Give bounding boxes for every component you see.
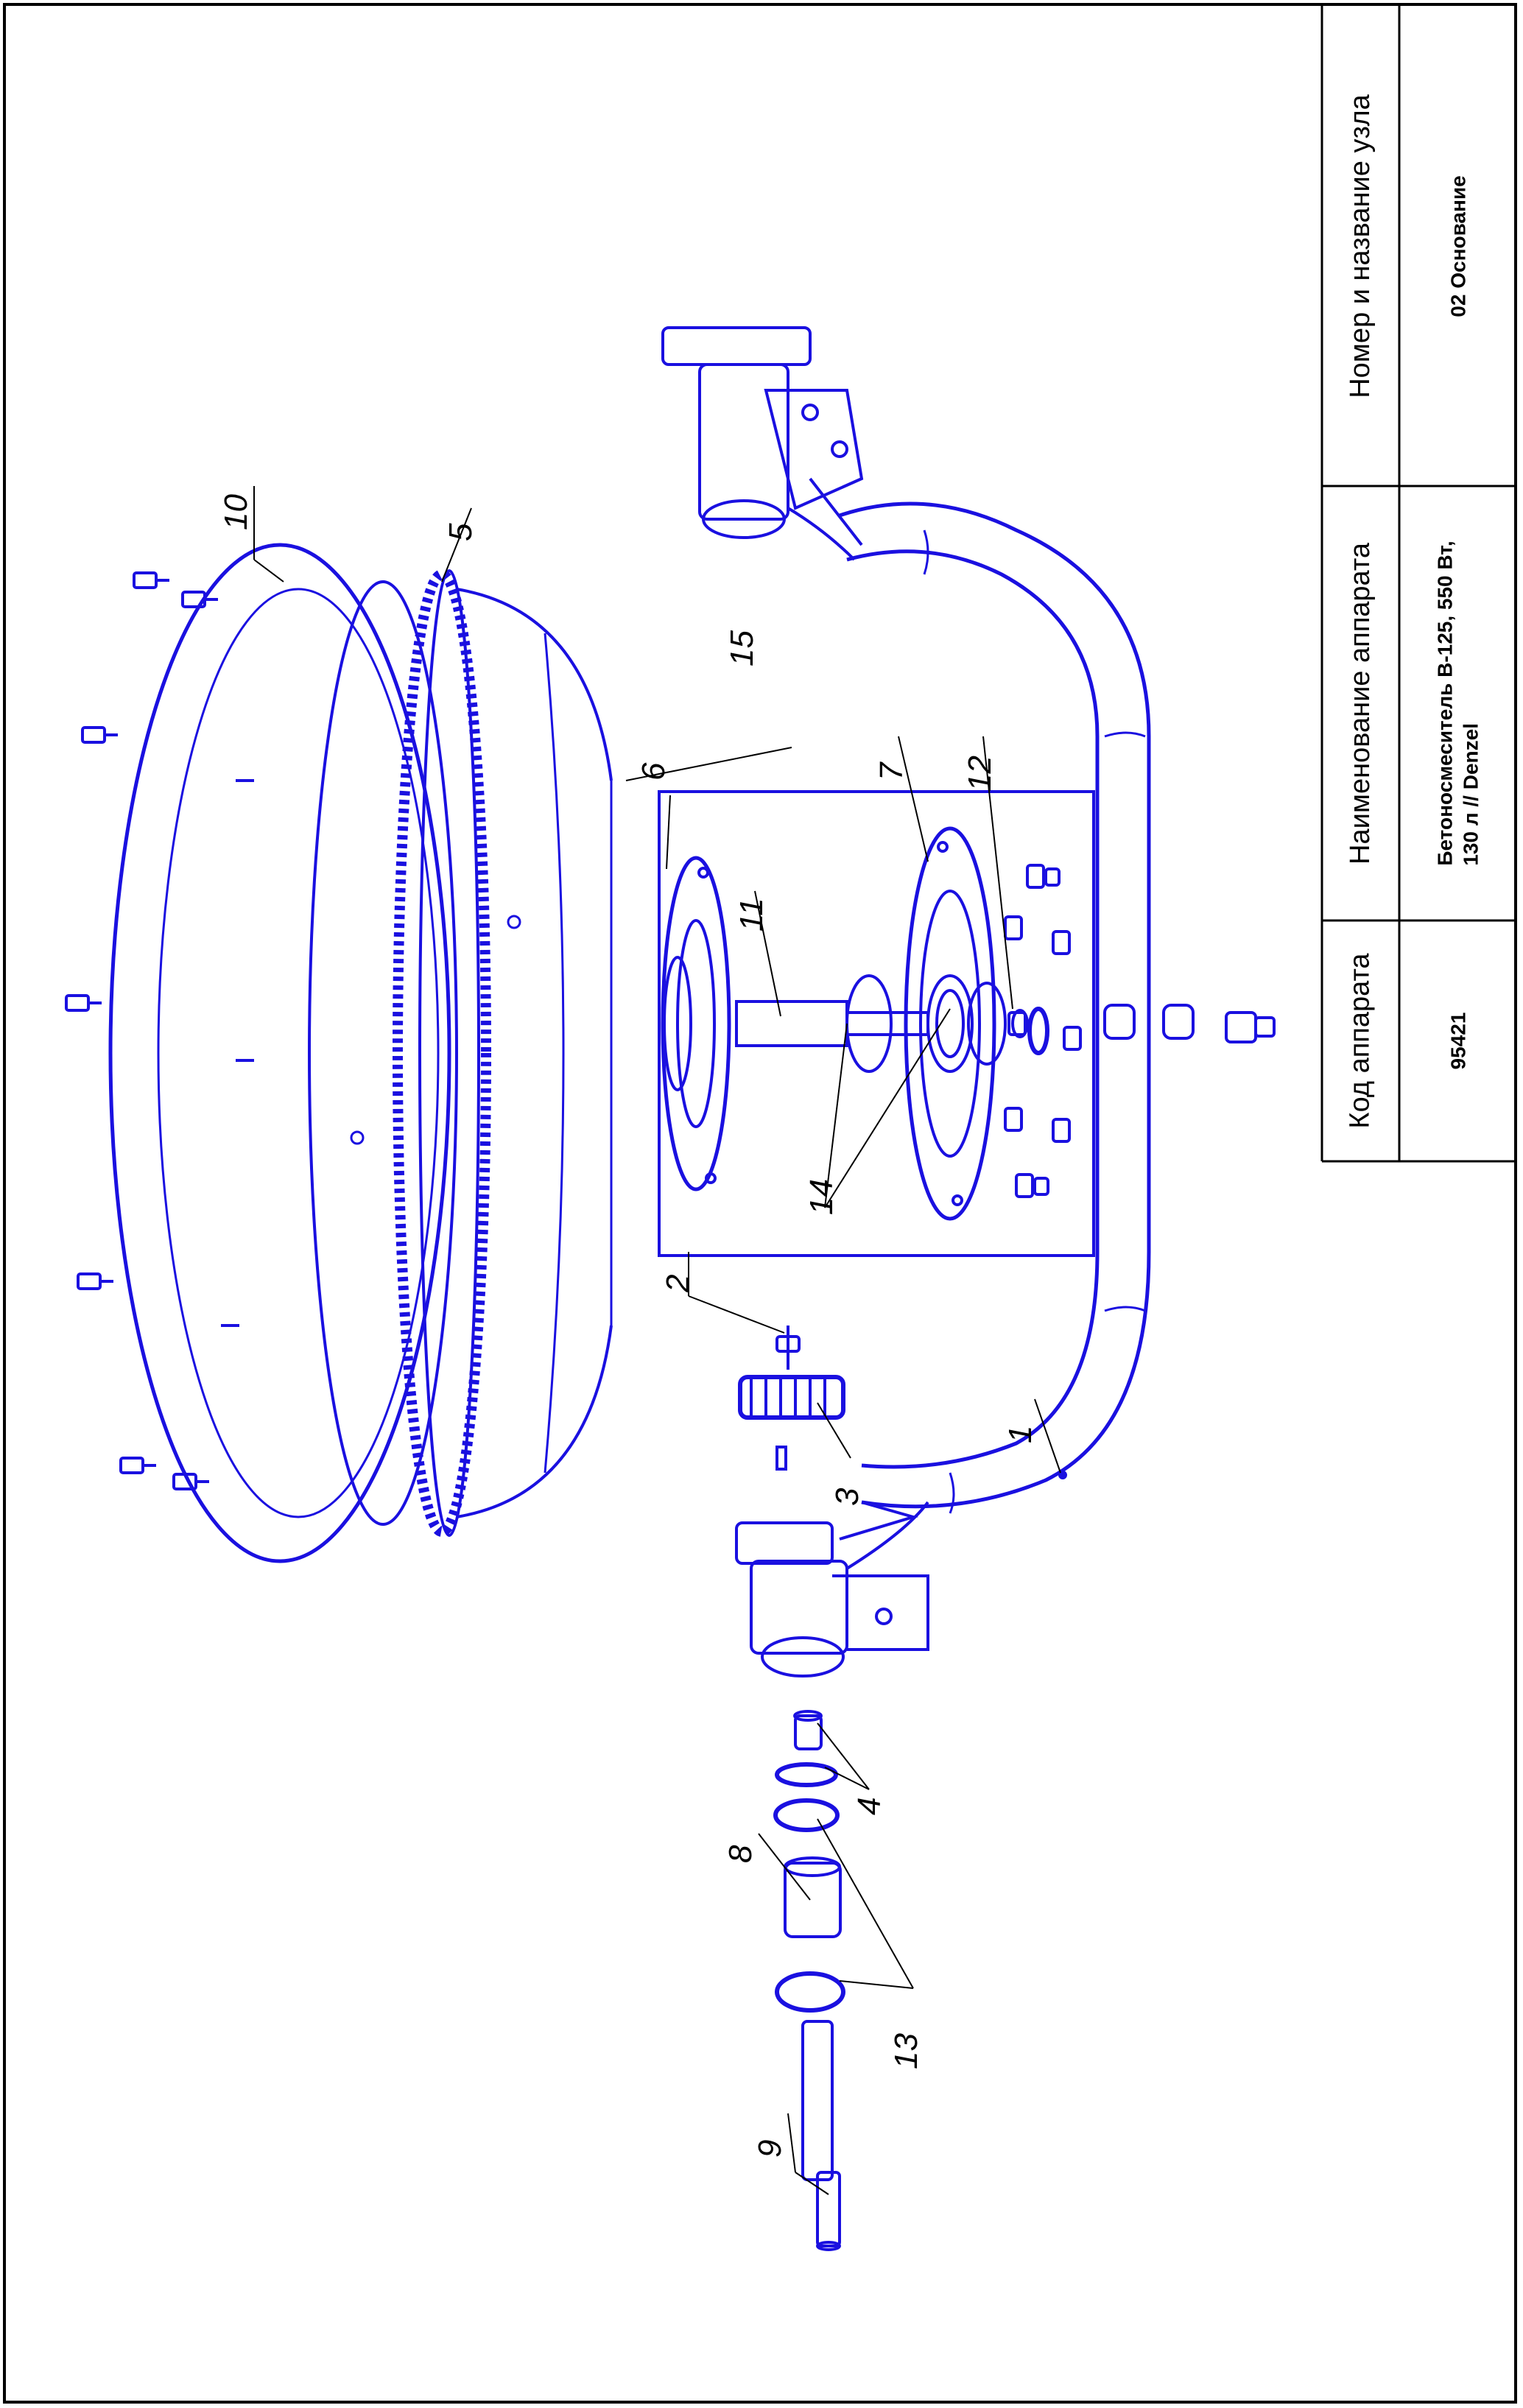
callout-13: 13	[888, 2033, 924, 2069]
callout-12: 12	[962, 756, 998, 792]
callout-6: 6	[636, 762, 672, 781]
header-name: Наименование аппарата	[1345, 542, 1376, 865]
apparatus-name-line-1: Бетоносмеситель В-125, 550 Вт,	[1434, 541, 1457, 866]
lower-bracket	[735, 1501, 929, 1677]
callout-3: 3	[829, 1488, 865, 1506]
bearing-flange	[904, 826, 1049, 1221]
drawing-frame	[3, 3, 1517, 2404]
header-code: Код аппарата	[1345, 953, 1376, 1129]
apparatus-name-line-2: 130 л // Denzel	[1460, 723, 1483, 866]
leader-lines	[253, 486, 1061, 2195]
title-block-grid	[1320, 6, 1517, 1163]
callout-9: 9	[752, 2140, 788, 2158]
callout-10: 10	[218, 494, 254, 530]
callout-4: 4	[851, 1798, 887, 1815]
upper-bracket	[661, 326, 864, 561]
callout-5: 5	[443, 523, 479, 541]
header-name-cell: Наименование аппарата	[1322, 486, 1399, 920]
callout-14: 14	[803, 1179, 840, 1215]
header-unit-cell: Номер и название узла	[1322, 6, 1399, 486]
assembly-box	[658, 790, 1095, 1257]
callout-11: 11	[734, 898, 770, 932]
callout-labels: 10 5 15 6 7 12 11 14 2 1 3 4 8 13 9	[218, 494, 1038, 2158]
callout-1: 1	[1002, 1426, 1038, 1443]
callout-2: 2	[660, 1275, 696, 1293]
value-code-cell: 95421	[1399, 920, 1517, 1161]
value-name-cell: Бетоносмеситель В-125, 550 Вт, 130 л // …	[1399, 486, 1517, 920]
drum-bolts	[65, 571, 218, 1490]
callout-8: 8	[722, 1845, 759, 1863]
value-unit-cell: 02 Основание	[1399, 6, 1517, 486]
callout-15: 15	[724, 630, 760, 666]
header-unit: Номер и название узла	[1345, 94, 1376, 398]
drum	[108, 543, 613, 1563]
apparatus-name: Бетоносмеситель В-125, 550 Вт, 130 л // …	[1432, 541, 1484, 865]
drive-disc	[661, 856, 929, 1191]
header-code-cell: Код аппарата	[1322, 920, 1399, 1161]
axle-parts	[773, 1710, 845, 2251]
base-frame	[839, 501, 1151, 1514]
apparatus-code: 95421	[1446, 1012, 1470, 1070]
callout-7: 7	[873, 761, 910, 781]
unit-name: 02 Основание	[1446, 175, 1470, 317]
pinion-gear	[738, 1326, 845, 1471]
flange-nuts	[1004, 864, 1276, 1198]
